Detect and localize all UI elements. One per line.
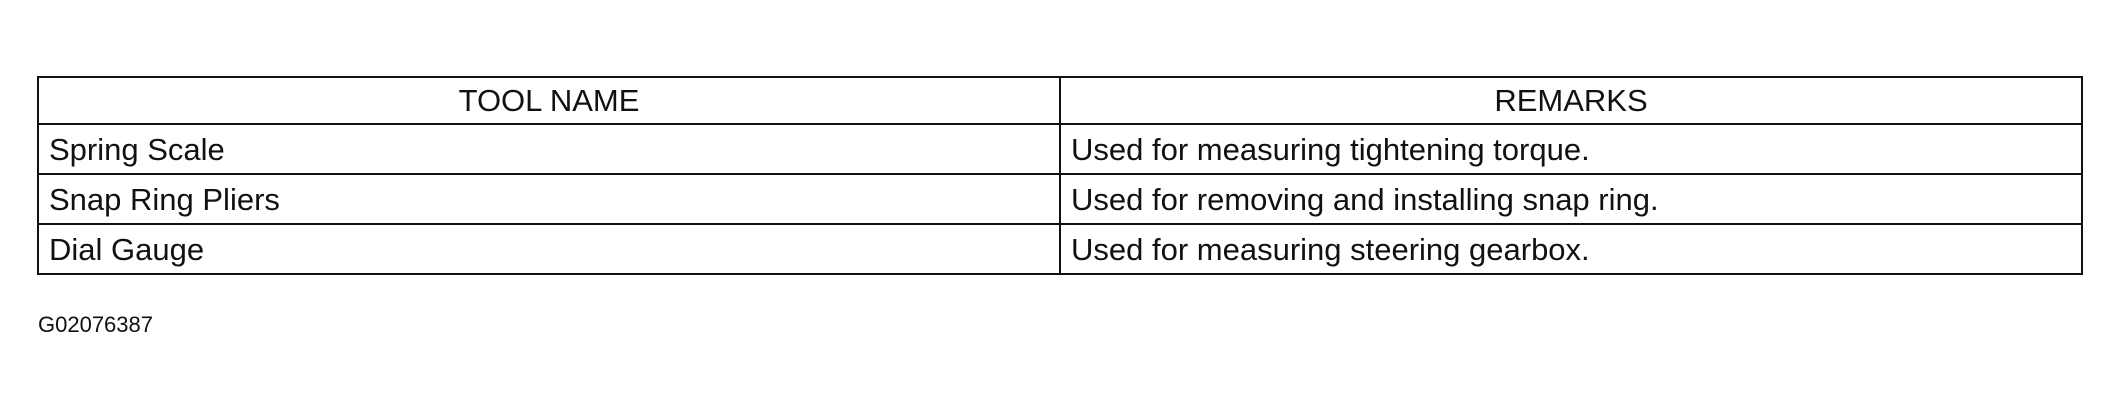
table-row: Spring Scale Used for measuring tighteni…: [37, 123, 2083, 175]
tool-name-cell: Dial Gauge: [37, 223, 1061, 275]
tool-name-cell: Spring Scale: [37, 123, 1061, 175]
column-header-tool-name: TOOL NAME: [37, 76, 1061, 125]
tools-table: TOOL NAME REMARKS Spring Scale Used for …: [37, 76, 2083, 275]
tool-name-cell: Snap Ring Pliers: [37, 173, 1061, 225]
remarks-cell: Used for measuring steering gearbox.: [1059, 223, 2083, 275]
table-header-row: TOOL NAME REMARKS: [37, 76, 2083, 125]
tools-table-container: TOOL NAME REMARKS Spring Scale Used for …: [37, 76, 2083, 275]
table-row: Snap Ring Pliers Used for removing and i…: [37, 173, 2083, 225]
table-row: Dial Gauge Used for measuring steering g…: [37, 223, 2083, 275]
column-header-remarks: REMARKS: [1059, 76, 2083, 125]
remarks-cell: Used for removing and installing snap ri…: [1059, 173, 2083, 225]
figure-id: G02076387: [38, 312, 153, 337]
remarks-cell: Used for measuring tightening torque.: [1059, 123, 2083, 175]
